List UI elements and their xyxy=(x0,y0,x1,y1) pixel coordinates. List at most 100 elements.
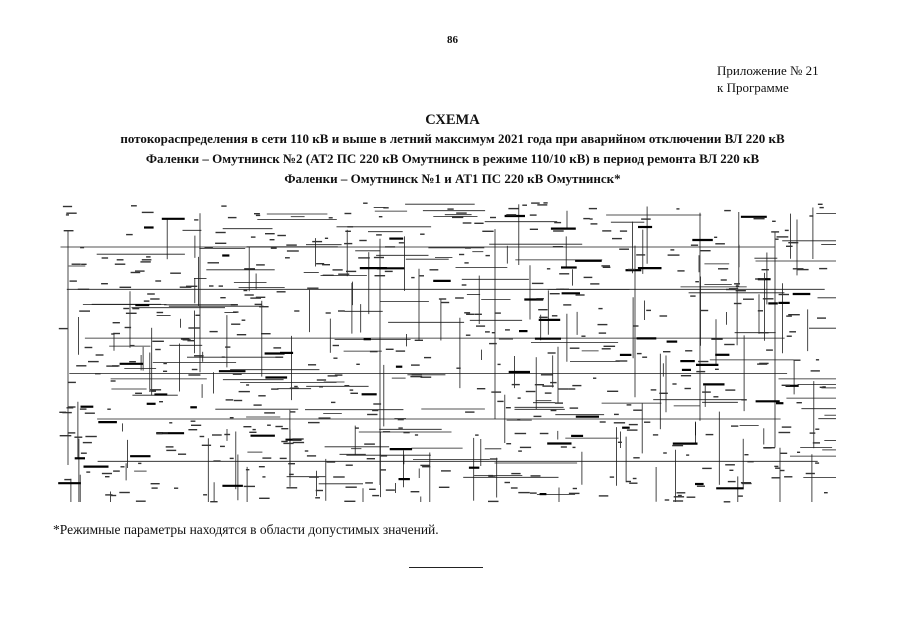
schematic-annotation-mark xyxy=(817,203,823,205)
schematic-annotation-mark xyxy=(155,280,162,282)
schematic-annotation-mark xyxy=(289,473,294,476)
schematic-annotation-mark xyxy=(420,233,425,235)
schematic-annotation-mark xyxy=(191,368,198,371)
schematic-annotation-mark xyxy=(414,434,419,436)
schematic-annotation-mark xyxy=(815,428,820,430)
schematic-annotation-mark xyxy=(543,202,548,204)
schematic-annotation-mark xyxy=(345,486,357,488)
schematic-annotation-mark xyxy=(233,311,239,313)
schematic-annotation-mark xyxy=(685,350,693,352)
schematic-annotation-mark xyxy=(556,288,565,290)
schematic-annotation-mark xyxy=(422,466,431,468)
schematic-annotation-mark xyxy=(152,340,164,342)
schematic-annotation-mark xyxy=(626,404,632,406)
schematic-annotation-mark xyxy=(411,276,415,279)
schematic-annotation-mark xyxy=(220,445,225,448)
schematic-annotation-mark xyxy=(358,257,370,259)
schematic-annotation-mark xyxy=(780,469,785,472)
schematic-annotation-mark xyxy=(81,263,87,265)
schematic-annotation-mark xyxy=(741,482,752,485)
schematic-annotation-mark xyxy=(188,429,198,431)
schematic-annotation-mark xyxy=(696,485,705,487)
schematic-annotation-mark xyxy=(780,452,788,454)
schematic-annotation-mark xyxy=(705,433,714,436)
schematic-annotation-mark xyxy=(84,412,95,414)
schematic-annotation-mark xyxy=(633,325,639,327)
schematic-annotation-mark xyxy=(275,356,284,358)
schematic-annotation-mark xyxy=(129,344,135,347)
schematic-annotation-mark xyxy=(485,254,490,257)
schematic-annotation-mark xyxy=(575,294,585,296)
schematic-annotation-mark xyxy=(711,338,723,340)
schematic-annotation-mark xyxy=(735,285,740,287)
schematic-annotation-mark xyxy=(131,205,137,207)
schematic-annotation-mark xyxy=(269,239,275,241)
schematic-annotation-mark xyxy=(101,472,112,475)
schematic-annotation-mark xyxy=(534,384,544,386)
schematic-annotation-mark xyxy=(119,491,130,494)
schematic-annotation-mark xyxy=(529,492,537,494)
schematic-annotation-mark xyxy=(69,280,77,282)
schematic-annotation-mark xyxy=(609,476,615,478)
schematic-annotation-mark xyxy=(614,413,619,416)
schematic-annotation-mark xyxy=(619,230,628,232)
schematic-annotation-mark xyxy=(129,361,136,363)
schematic-annotation-mark xyxy=(250,297,261,299)
schematic-annotation-mark xyxy=(490,216,496,219)
schematic-annotation-mark xyxy=(359,239,367,242)
end-rule xyxy=(409,567,483,568)
schematic-annotation-mark xyxy=(146,256,151,258)
schematic-annotation-mark xyxy=(598,307,603,310)
schematic-annotation-mark xyxy=(86,471,91,473)
schematic-annotation-mark xyxy=(589,218,593,220)
schematic-annotation-mark xyxy=(347,226,354,228)
schematic-annotation-mark xyxy=(778,431,791,434)
schematic-annotation-mark xyxy=(210,501,218,503)
schematic-annotation-mark xyxy=(252,428,256,431)
schematic-annotation-mark xyxy=(723,501,731,503)
schematic-annotation-mark xyxy=(307,287,319,289)
schematic-annotation-mark xyxy=(731,425,739,427)
schematic-annotation-mark xyxy=(793,359,801,361)
schematic-annotation-mark xyxy=(456,367,461,369)
schematic-annotation-mark xyxy=(551,315,558,317)
schematic-annotation-mark xyxy=(114,263,126,265)
schematic-annotation-mark xyxy=(549,293,560,295)
schematic-annotation-mark xyxy=(461,284,467,286)
schematic-annotation-mark xyxy=(465,247,471,249)
schematic-annotation-mark xyxy=(334,374,343,376)
schematic-annotation-mark xyxy=(540,374,553,376)
schematic-annotation-mark xyxy=(140,261,151,263)
schematic-annotation-mark xyxy=(364,443,375,445)
schematic-annotation-mark xyxy=(346,270,357,273)
schematic-annotation-mark xyxy=(633,457,640,459)
schematic-annotation-mark xyxy=(788,242,799,244)
schematic-annotation-mark xyxy=(229,417,234,419)
schematic-annotation-mark xyxy=(344,385,350,387)
schematic-annotation-mark xyxy=(822,386,826,388)
schematic-annotation-mark xyxy=(124,326,132,329)
schematic-annotation-mark xyxy=(488,500,499,503)
schematic-annotation-mark xyxy=(101,257,109,259)
schematic-annotation-mark xyxy=(628,423,638,426)
schematic-annotation-mark xyxy=(728,288,739,290)
schematic-annotation-mark xyxy=(58,327,68,330)
appendix-line-1: Приложение № 21 xyxy=(717,63,819,78)
schematic-annotation-mark xyxy=(383,207,389,209)
schematic-annotation-mark xyxy=(531,202,540,204)
schematic-annotation-mark xyxy=(105,494,113,496)
schematic-annotation-mark xyxy=(304,450,309,452)
schematic-annotation-mark xyxy=(761,269,769,271)
schematic-annotation-mark xyxy=(663,452,667,454)
page-number: 86 xyxy=(447,34,458,46)
schematic-annotation-mark xyxy=(538,309,548,311)
schematic-annotation-mark xyxy=(126,233,133,236)
schematic-annotation-mark xyxy=(547,352,556,354)
schematic-annotation-mark xyxy=(558,388,569,390)
schematic-annotation-mark xyxy=(316,263,325,265)
schematic-annotation-mark xyxy=(673,500,684,502)
schematic-annotation-mark xyxy=(135,270,145,272)
schematic-annotation-mark xyxy=(763,447,775,449)
schematic-annotation-mark xyxy=(720,279,727,281)
schematic-annotation-mark xyxy=(166,449,177,452)
